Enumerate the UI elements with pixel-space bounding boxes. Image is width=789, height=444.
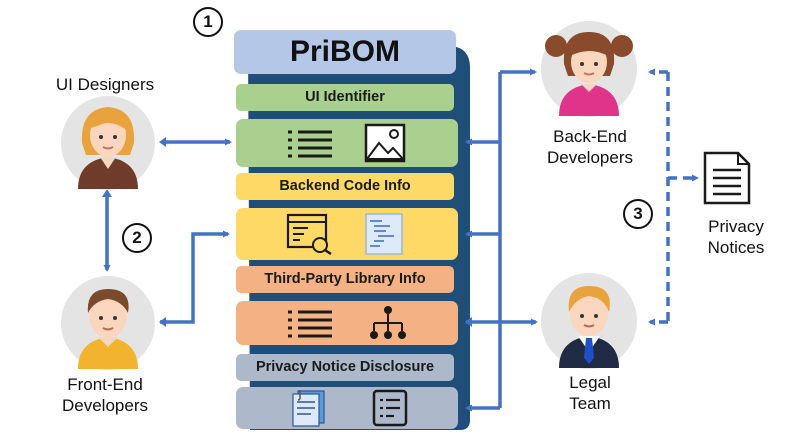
step-marker-1: 1: [193, 7, 223, 37]
backend-code-panel: [236, 208, 458, 260]
form-icon: [372, 389, 408, 427]
third-party-library-label: Third-Party Library Info: [236, 266, 454, 293]
privacy-notices-label: Privacy Notices: [688, 216, 784, 258]
third-party-library-panel: [236, 301, 458, 345]
privacy-notice-panel: [236, 387, 458, 429]
list-icon: [288, 130, 332, 158]
pribom-title: PriBOM: [234, 30, 456, 74]
front-end-developers-label: Front-End Developers: [30, 374, 180, 416]
ui-designers-label: UI Designers: [55, 75, 155, 94]
hierarchy-icon: [370, 306, 406, 339]
arrow-dashed-notices: [648, 68, 699, 326]
ui-identifier-panel: [236, 119, 458, 167]
ui-identifier-label: UI Identifier: [236, 84, 454, 111]
arrow-frontend-backend: [160, 230, 230, 324]
step-marker-3: 3: [623, 199, 653, 229]
image-icon: [364, 123, 406, 163]
code-window-icon: [286, 213, 332, 255]
privacy-notices-line-1: Privacy: [708, 217, 764, 236]
backend-code-info-label: Backend Code Info: [236, 173, 454, 200]
legal-team-line-1: Legal: [569, 373, 611, 392]
arrow-bus: [465, 68, 538, 412]
back-end-developers-label: Back-End Developers: [520, 126, 660, 168]
privacy-notice-document-icon: [703, 151, 751, 205]
list-icon: [288, 310, 332, 338]
legal-team-avatar: [541, 273, 637, 369]
front-end-line-1: Front-End: [67, 375, 143, 394]
legal-team-line-2: Team: [569, 394, 611, 413]
front-end-developer-avatar: [61, 276, 155, 370]
ui-designer-avatar: [61, 96, 155, 190]
code-file-icon: [365, 213, 403, 255]
legal-team-label: Legal Team: [530, 372, 650, 414]
documents-icon: [292, 390, 325, 427]
privacy-notices-line-2: Notices: [707, 238, 765, 257]
back-end-line-2: Developers: [547, 148, 633, 167]
step-marker-2: 2: [122, 223, 152, 253]
front-end-line-2: Developers: [62, 396, 148, 415]
privacy-notice-disclosure-label: Privacy Notice Disclosure: [236, 354, 454, 381]
back-end-developer-avatar: [541, 21, 637, 117]
pribom-title-text: PriBOM: [289, 35, 400, 68]
back-end-line-1: Back-End: [553, 127, 627, 146]
